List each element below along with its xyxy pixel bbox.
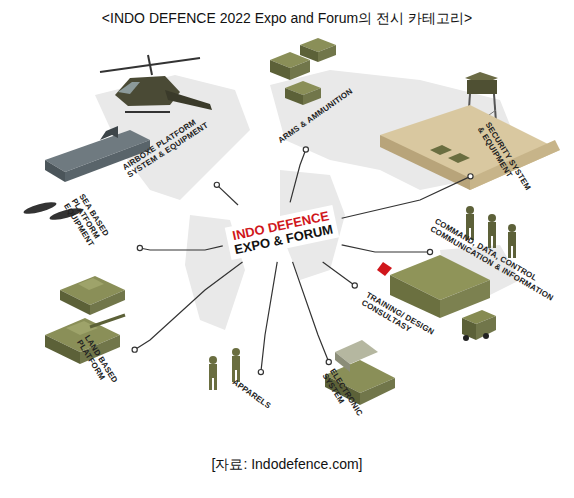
- end-dot: [258, 370, 263, 375]
- helicopter: [100, 55, 212, 112]
- node-text: APPARELS: [231, 377, 285, 419]
- caption: [자료: Indodefence.com]: [0, 456, 574, 474]
- category-label: SEA BASED PLATFORM EQUIPMENT: [61, 192, 135, 287]
- title: <INDO DEFENCE 2022 Expo and Forum의 전시 카테…: [0, 10, 574, 28]
- connector-line: [135, 262, 243, 350]
- node-text: SEA BASED PLATFORM EQUIPMENT: [61, 192, 135, 287]
- end-dot: [326, 359, 331, 364]
- connector-line: [342, 245, 430, 252]
- end-dot: [427, 249, 432, 254]
- connector-line: [342, 176, 471, 218]
- category-label: APPARELS: [231, 377, 285, 419]
- end-dot: [468, 174, 473, 179]
- end-dot: [132, 347, 137, 352]
- connector: [323, 262, 358, 288]
- connector-line: [217, 185, 238, 205]
- wall: [380, 105, 560, 190]
- connector: [342, 245, 433, 255]
- connector-line: [140, 246, 223, 250]
- connector-line: [293, 262, 329, 362]
- connector-line: [261, 262, 277, 372]
- world-map: [95, 70, 520, 330]
- connector: [290, 147, 308, 202]
- connector: [293, 262, 332, 365]
- connector: [132, 262, 242, 352]
- end-dot: [214, 182, 219, 187]
- end-dot: [137, 245, 142, 250]
- connector: [214, 182, 238, 205]
- truck: [462, 310, 496, 341]
- connector-line: [323, 262, 355, 286]
- end-dot: [303, 147, 308, 152]
- connector-line: [290, 150, 306, 203]
- end-dot: [352, 283, 357, 288]
- ammunition-boxes: [270, 38, 336, 105]
- connector: [137, 245, 222, 250]
- connector: [258, 262, 277, 375]
- connector: [342, 174, 473, 219]
